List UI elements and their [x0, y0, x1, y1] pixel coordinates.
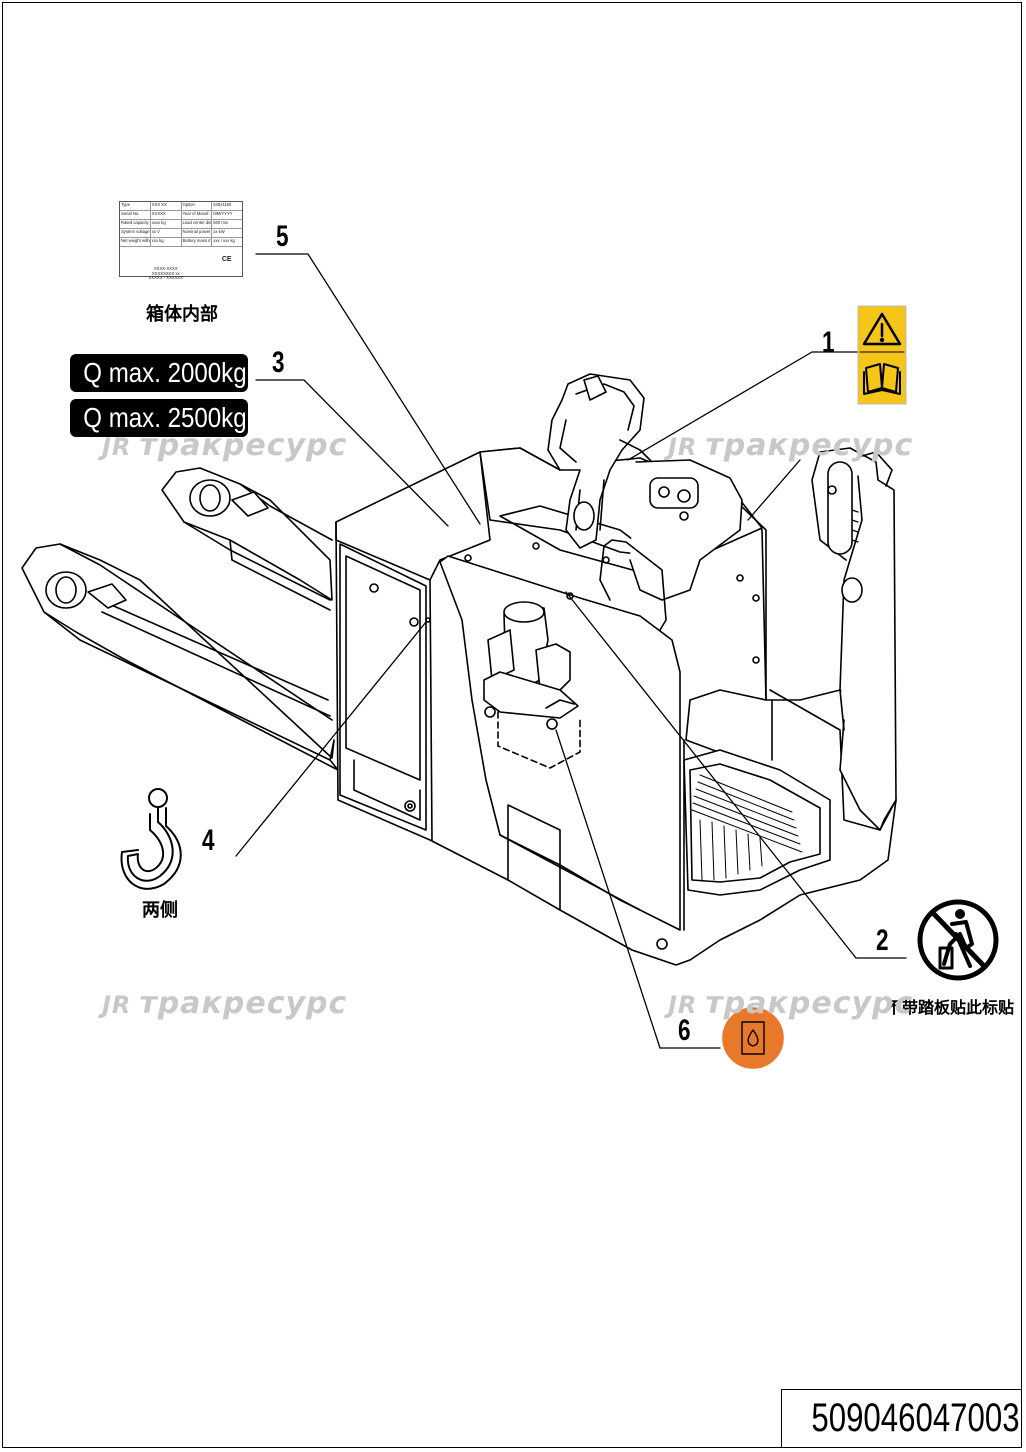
watermark-text: трaкресурс	[139, 428, 348, 463]
fork-right	[161, 467, 333, 611]
nameplate-cell: Type	[120, 202, 151, 210]
side-handrail	[811, 447, 897, 831]
nameplate-cell: Option	[182, 202, 213, 210]
nameplate-cell: xx V	[151, 229, 182, 237]
watermark-logo: JR	[668, 991, 698, 1019]
callout-6: 6	[678, 1014, 691, 1047]
watermark-logo: JR	[102, 991, 132, 1019]
hydraulic-oil-icon	[722, 1007, 784, 1069]
document-number-text: 509046047003	[811, 1396, 1020, 1440]
nameplate-cell: XXX XX	[151, 202, 182, 210]
document-number: 509046047003	[781, 1389, 1022, 1448]
watermark-text: трaкресурс	[139, 986, 348, 1021]
control-console	[599, 459, 743, 631]
nameplate-cell: Rated capacity	[120, 220, 151, 228]
nameplate-row: Rated capacity xxxx kg Load center dista…	[120, 220, 242, 229]
rating-nameplate: Type XXX XX Option 540x1150 Serial No. X…	[119, 201, 243, 280]
lifting-hook-icon	[120, 788, 182, 890]
fork-left	[21, 543, 339, 771]
nameplate-cell: xxxx kg	[151, 220, 182, 228]
callout-5: 5	[276, 220, 289, 253]
hydraulic-unit	[483, 601, 581, 769]
truck-chassis	[335, 447, 897, 966]
nameplate-cell: Load center distance	[182, 220, 213, 228]
leader-lines	[235, 253, 907, 1049]
nameplate-cell: Serial No.	[120, 211, 151, 219]
nameplate-cell: Nominal power	[182, 229, 213, 237]
callout-1: 1	[822, 326, 835, 359]
nameplate-row: Net weight without battery xxx kg Batter…	[120, 238, 242, 247]
nameplate-cell: 600 mm	[213, 220, 229, 225]
capacity-label-2500: Q max. 2500kg	[70, 399, 248, 437]
nameplate-code-line: XXXXX - XXXXXX	[148, 275, 183, 281]
ce-mark: CE	[221, 256, 232, 263]
nameplate-cell: MM/YYYY	[213, 211, 233, 216]
nameplate-row: System voltage xx V Nominal power xx kW	[120, 229, 242, 238]
nameplate-location-caption: 箱体内部	[146, 304, 218, 325]
capacity-text: Q max. 2000kg	[83, 357, 247, 388]
nameplate-cell: Net weight without battery	[120, 238, 151, 246]
warning-sticker	[857, 305, 907, 405]
warning-triangle-icon	[862, 312, 902, 346]
nameplate-row: Serial No. XXXXX Year of Manuf. MM/YYYY	[120, 211, 242, 220]
tiller-handle	[547, 373, 671, 549]
watermark-logo: JR	[102, 433, 132, 461]
callout-2: 2	[876, 924, 889, 957]
nameplate-cell: Year of Manuf.	[182, 211, 213, 219]
capacity-label-2000: Q max. 2000kg	[70, 354, 248, 392]
nameplate-cell: xxx kg	[151, 238, 182, 246]
callout-3: 3	[272, 346, 285, 379]
nameplate-cell: xx kW	[213, 229, 225, 234]
manual-book-icon	[863, 363, 901, 395]
hook-location-caption: 两侧	[142, 900, 178, 921]
nameplate-cell: 540x1150	[213, 202, 232, 207]
nameplate-cell: XXXXX	[151, 211, 182, 219]
watermark-text: трaкресурс	[705, 986, 914, 1021]
watermark-logo: JR	[668, 433, 698, 461]
nameplate-row: Type XXX XX Option 540x1150	[120, 202, 242, 211]
no-step-caption: 不带踏板贴此标贴	[886, 998, 1015, 1017]
nameplate-code: XXXX-XXXX XXXXXXXX xx XXXXX - XXXXXX	[120, 247, 212, 285]
callout-4: 4	[202, 824, 215, 857]
nameplate-cell: Battery mass min/max	[182, 238, 213, 246]
no-standing-icon	[917, 899, 999, 981]
capacity-text: Q max. 2500kg	[83, 402, 247, 433]
nameplate-cell: xxx / xxx kg	[213, 238, 235, 243]
nameplate-code-line: XXXX-XXXX	[153, 266, 178, 271]
nameplate-footer: XXXX-XXXX XXXXXXXX xx XXXXX - XXXXXX CE	[120, 247, 242, 285]
nameplate-code-line: XXXXXXXX xx	[151, 270, 180, 276]
nameplate-cell: System voltage	[120, 229, 151, 237]
watermark-text: трaкресурс	[705, 428, 914, 463]
